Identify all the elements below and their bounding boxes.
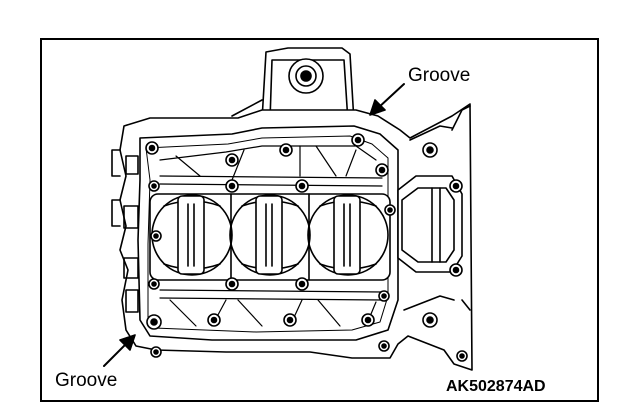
figure-code: AK502874AD <box>446 378 546 395</box>
groove-label-bottom: Groove <box>55 370 118 391</box>
groove-arrow-top <box>369 83 405 116</box>
inner-frame <box>137 125 399 341</box>
right-housing <box>397 105 471 311</box>
top-mounting-tab <box>231 47 355 123</box>
upper-ribs <box>159 145 383 187</box>
cylinder-bores <box>149 193 391 281</box>
bore-3 <box>307 194 389 276</box>
bolt-bosses <box>145 133 468 362</box>
bore-2 <box>229 194 311 276</box>
groove-label-top: Groove <box>408 65 471 86</box>
left-side-details <box>111 149 139 313</box>
groove-arrow-bottom <box>103 334 136 367</box>
